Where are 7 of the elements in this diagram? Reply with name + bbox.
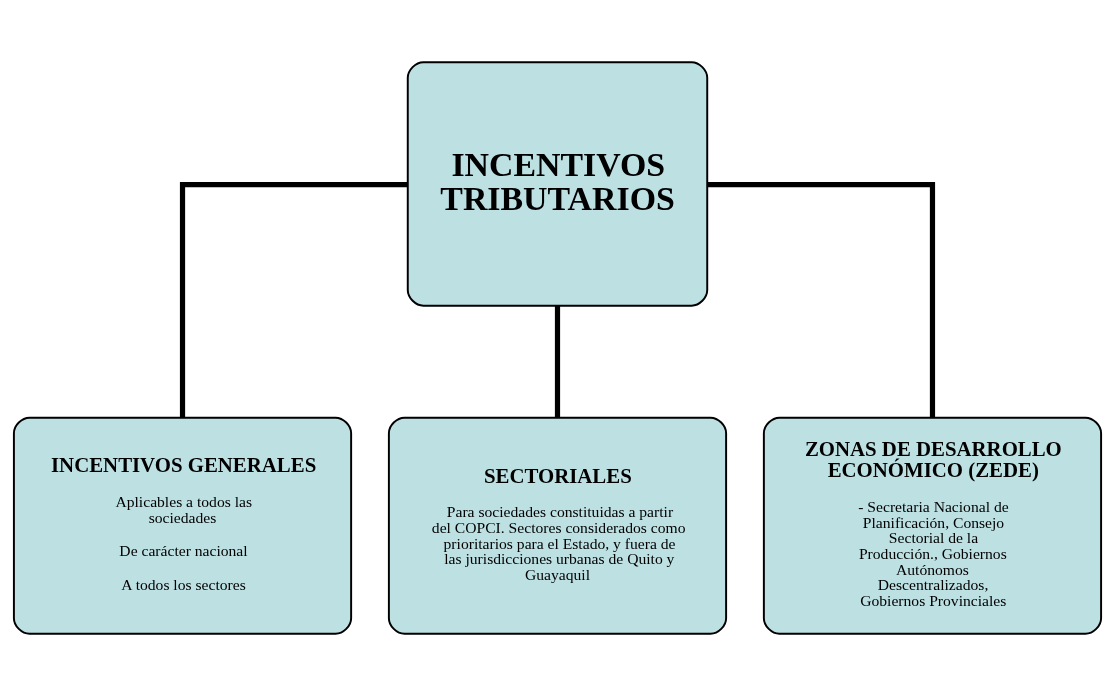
connector [707, 182, 936, 418]
connector [554, 305, 561, 418]
node-box: INCENTIVOS TRIBUTARIOS [406, 61, 709, 307]
node-box: ZONAS DE DESARROLLO ECONÓMICO (ZEDE) - Secretaria Nacional de Planificación, Consejo Sectorial de la Producción., Gobiernos Autónomos Descentralizados, Gobiernos Provinciales [762, 416, 1103, 635]
connector [179, 182, 408, 418]
node-box: SECTORIALES Para sociedades constituidas a partir del COPCI. Sectores considerados como prioritarios para el Estado, y fuera de las jurisdicciones urbanas de Quito y Guayaquil [387, 416, 728, 635]
node-box: INCENTIVOS GENERALES Aplicables a todos las sociedades De carácter nacional A todos los sectores [12, 416, 353, 635]
